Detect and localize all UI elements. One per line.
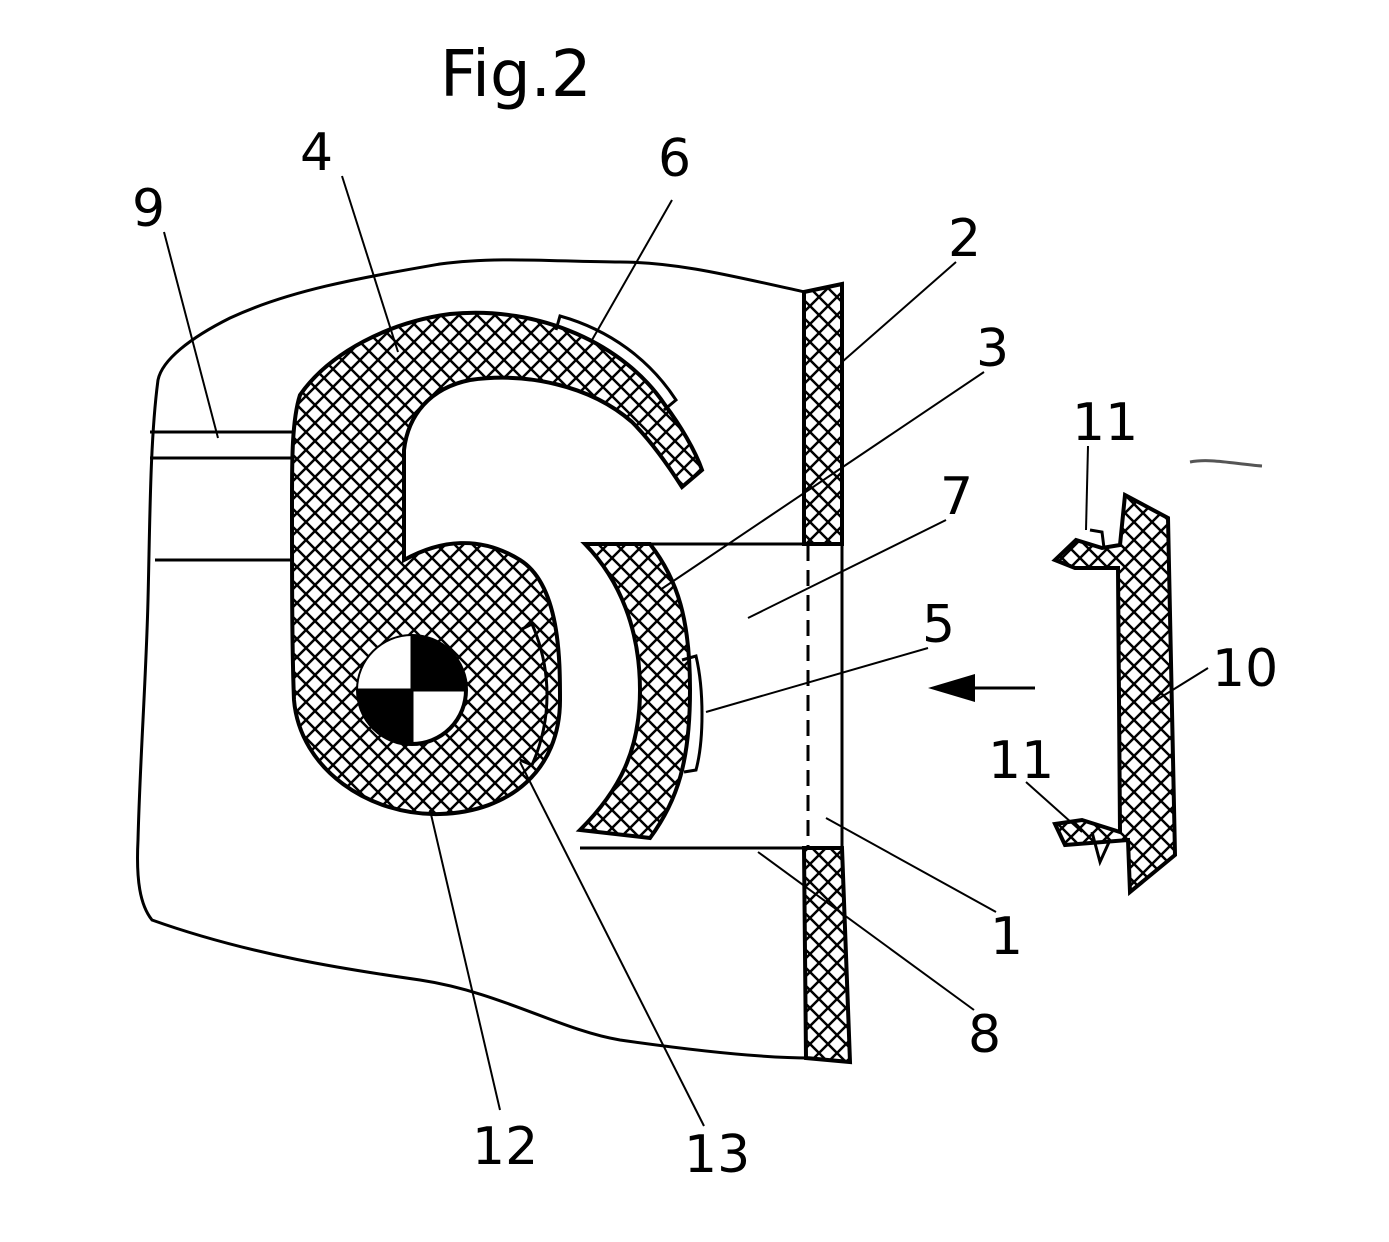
leader-5: [706, 648, 928, 712]
wall-2-lower: [804, 848, 850, 1062]
label-10: 10: [1212, 639, 1278, 699]
cover-10: [1055, 495, 1175, 892]
leader-2: [842, 262, 956, 362]
figure-title: Fig.2: [440, 38, 592, 112]
label-2: 2: [948, 209, 981, 269]
leader-6: [592, 200, 672, 340]
leader-7: [748, 520, 946, 618]
leader-8: [758, 852, 974, 1010]
counter-latch-3: [580, 544, 690, 838]
stray-mark: [1190, 461, 1262, 466]
label-8: 8: [968, 1005, 1001, 1065]
leader-11-top: [1086, 446, 1088, 530]
label-9: 9: [132, 179, 165, 239]
leader-1: [826, 818, 996, 912]
label-6: 6: [658, 129, 691, 189]
label-11-bottom: 11: [988, 731, 1054, 791]
label-4: 4: [300, 123, 333, 183]
arrow-head-icon: [928, 674, 975, 702]
label-1: 1: [990, 907, 1023, 967]
label-12: 12: [472, 1117, 538, 1177]
label-5: 5: [922, 595, 955, 655]
wall-2-upper: [804, 284, 842, 544]
leader-9: [164, 232, 218, 438]
leader-4: [342, 176, 398, 352]
label-7: 7: [940, 467, 973, 527]
label-3: 3: [976, 319, 1009, 379]
leader-12: [430, 810, 500, 1110]
label-11-top: 11: [1072, 393, 1138, 453]
label-13: 13: [684, 1125, 750, 1185]
